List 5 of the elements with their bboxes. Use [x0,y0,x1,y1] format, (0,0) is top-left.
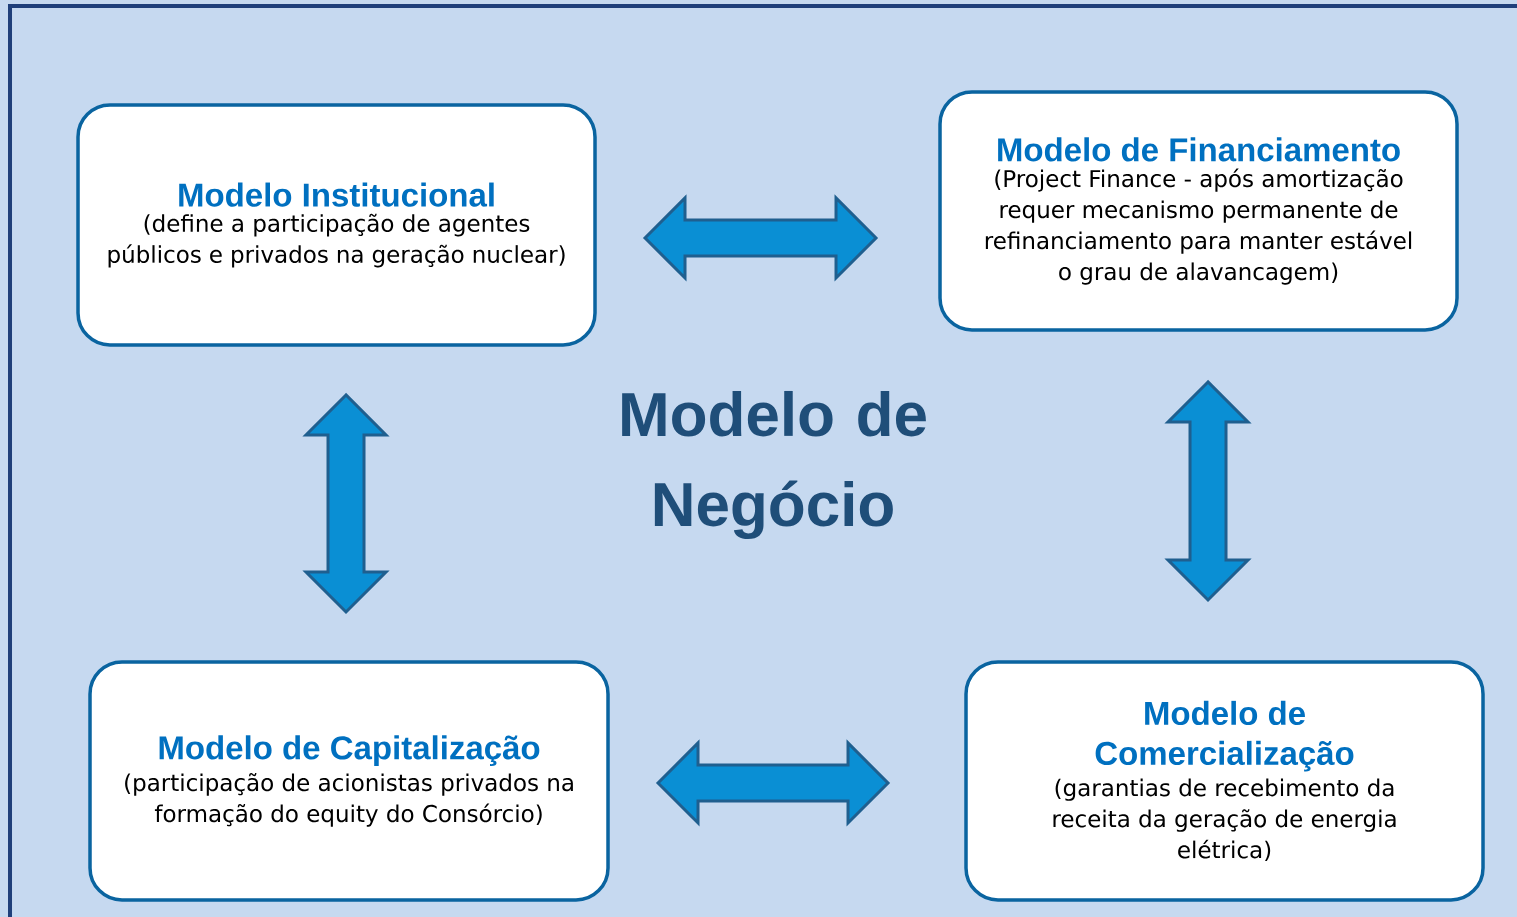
title: Modelo de Negócio [622,390,926,539]
model-box: Modelo Institucional (define a participação de agentes públicos e privados na geração nuclear) [76,103,597,347]
model-box: Modelo de Comercialização (garantias de recebimento da receita da geração de energia elétrica) [964,660,1485,902]
model-box: Modelo de Capitalização (participação de acionistas privados na formação do equity do Consórcio) [88,660,610,902]
model-box: Modelo de Financiamento (Project Finance - após amortização requer mecanismo permanente de refinanciamento para manter estável o grau de alavancagem) [938,90,1459,332]
